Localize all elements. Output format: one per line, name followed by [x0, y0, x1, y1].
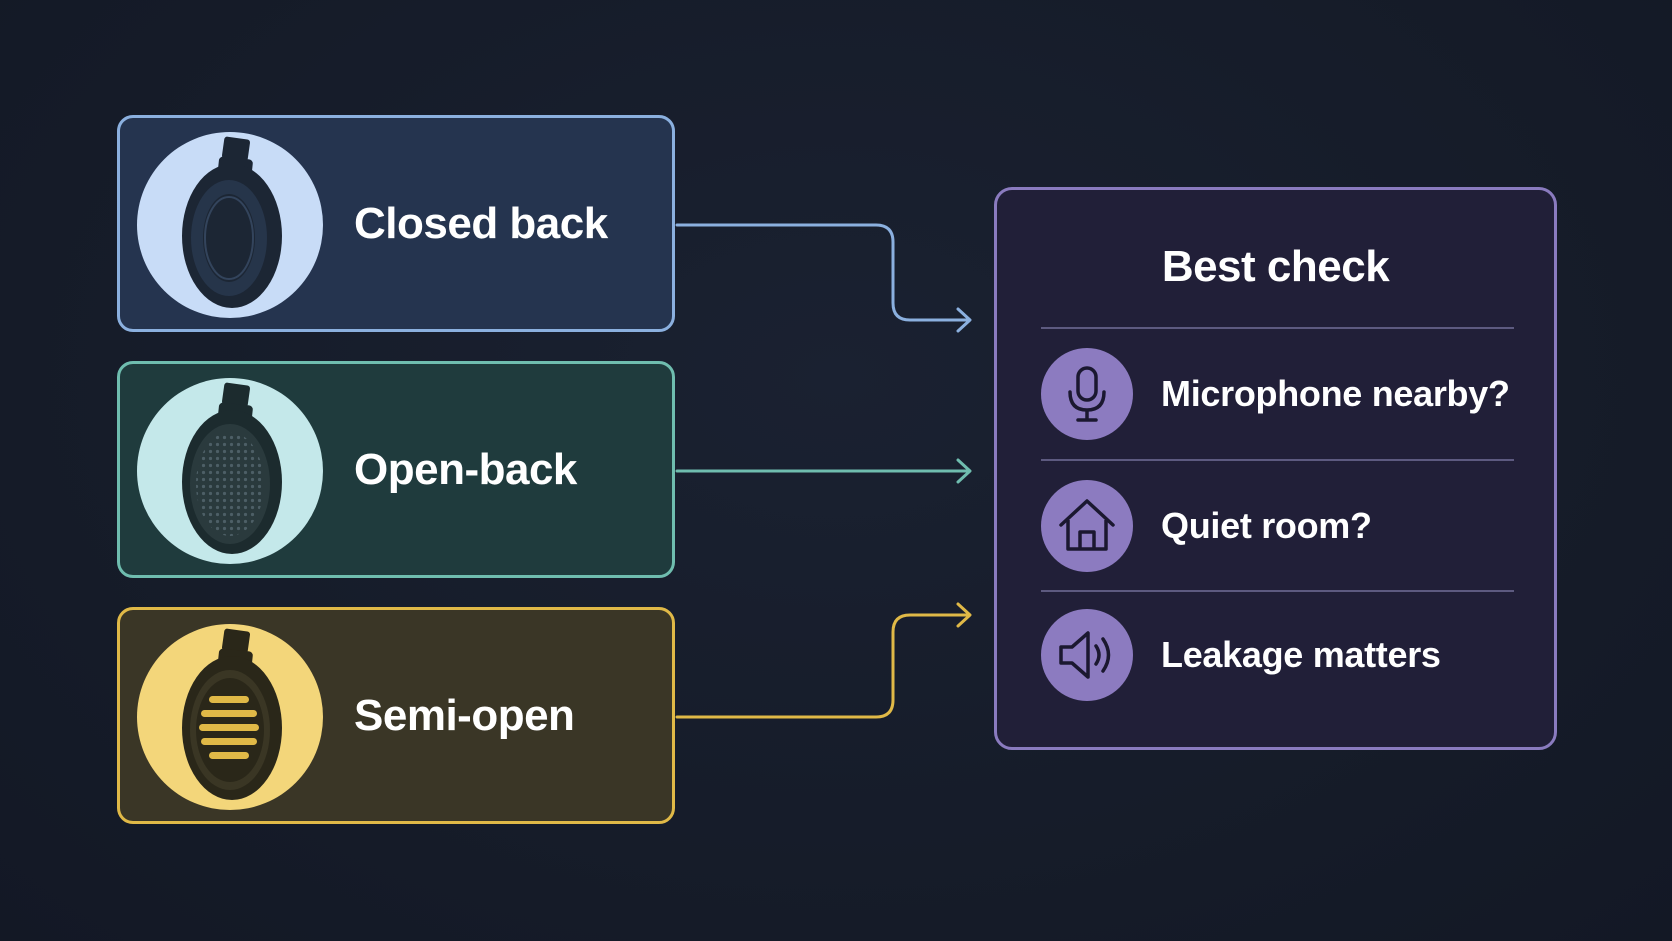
house-icon [1041, 480, 1133, 572]
divider [1041, 459, 1514, 461]
divider [1041, 327, 1514, 329]
check-item-label: Leakage matters [1161, 634, 1441, 675]
connector-semi-open [675, 613, 971, 719]
closed-back-label: Closed back [354, 198, 608, 248]
card-semi-open: Semi-open [117, 607, 675, 824]
connector-closed-back [675, 223, 971, 322]
arrowhead-closed-back [956, 307, 972, 333]
semi-open-headphone-icon [137, 624, 323, 810]
check-item-microphone: Microphone nearby? [1041, 329, 1514, 457]
best-check-title: Best check [1161, 242, 1390, 291]
card-closed-back: Closed back [117, 115, 675, 332]
open-back-label: Open-back [354, 444, 577, 494]
semi-open-label: Semi-open [354, 690, 575, 740]
check-item-quiet-room: Quiet room? [1041, 461, 1514, 589]
microphone-icon [1041, 348, 1133, 440]
divider [1041, 590, 1514, 592]
closed-back-headphone-icon [137, 132, 323, 318]
check-item-leakage: Leakage matters [1041, 590, 1514, 718]
arrowhead-open-back [956, 458, 972, 484]
best-check-panel: Best check Microphone nearby? [994, 187, 1557, 750]
speaker-icon [1041, 609, 1133, 701]
check-item-label: Quiet room? [1161, 505, 1372, 546]
arrowhead-semi-open [956, 602, 972, 628]
card-open-back: Open-back [117, 361, 675, 578]
open-back-headphone-icon [137, 378, 323, 564]
check-item-label: Microphone nearby? [1161, 373, 1510, 414]
